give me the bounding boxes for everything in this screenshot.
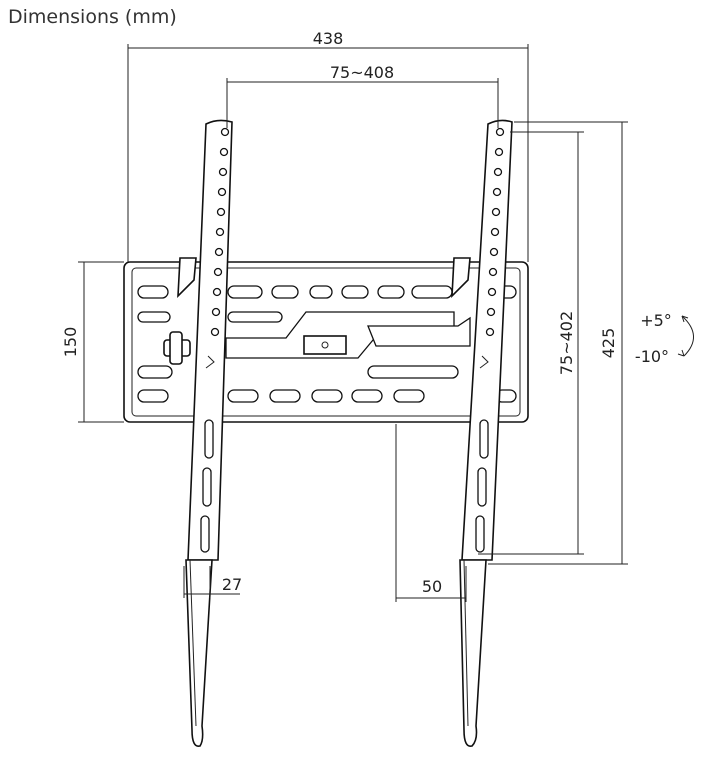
arm-height-label: 425 (599, 328, 618, 359)
tilt-knob (163, 331, 191, 365)
wall-depth-label: 50 (422, 577, 442, 596)
tilt-down-label: -10° (635, 347, 669, 366)
right-arm (451, 119, 513, 747)
plate-cutout-right (367, 316, 471, 347)
left-arm-holes (200, 127, 230, 553)
right-arm-bracket (451, 257, 471, 299)
bubble-level (303, 335, 347, 355)
vesa-vertical-label: 75~402 (557, 311, 576, 375)
plate-slots (137, 285, 517, 403)
dimension-lines (78, 44, 628, 602)
tilt-up-label: +5° (640, 311, 672, 330)
plate-height-label: 150 (61, 327, 80, 358)
vesa-horizontal-label: 75~408 (330, 63, 394, 82)
overall-width-label: 438 (313, 29, 344, 48)
tilt-indicator: +5° -10° (635, 311, 694, 366)
diagram-title: Dimensions (mm) (8, 6, 177, 28)
arm-width-label: 27 (222, 575, 242, 594)
right-arm-holes (475, 127, 505, 553)
tilt-arc-icon (681, 315, 694, 357)
left-arm (177, 119, 233, 747)
left-arm-bracket (177, 257, 197, 299)
